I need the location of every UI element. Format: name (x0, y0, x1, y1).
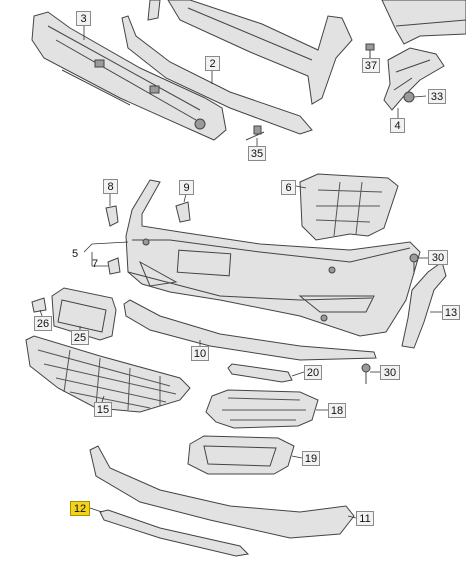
plate-clip-26 (31, 297, 47, 313)
callout-25[interactable]: 25 (71, 330, 89, 345)
callout-9[interactable]: 9 (179, 180, 194, 195)
callout-5[interactable]: 5 (72, 248, 79, 260)
screw-30b (361, 363, 371, 384)
nut-33 (403, 91, 415, 103)
fog-lamp-frame-19 (187, 435, 295, 475)
callout-37[interactable]: 37 (362, 58, 380, 73)
leader-lines (39, 25, 444, 519)
callout-35[interactable]: 35 (248, 146, 266, 161)
callout-19[interactable]: 19 (302, 451, 320, 466)
callout-30-upper[interactable]: 30 (428, 250, 448, 265)
callout-18[interactable]: 18 (328, 403, 346, 418)
callout-8[interactable]: 8 (103, 179, 118, 194)
callout-26[interactable]: 26 (34, 316, 52, 331)
bumper-carrier-part (121, 15, 313, 135)
callout-30-lower[interactable]: 30 (380, 365, 400, 380)
callout-11[interactable]: 11 (356, 511, 374, 526)
callout-13[interactable]: 13 (442, 305, 460, 320)
license-plate-bracket-part (51, 287, 117, 341)
bolt-37 (365, 43, 375, 58)
clip-7 (107, 257, 121, 275)
bumper-bracket-part (299, 173, 399, 241)
lower-strip-part-12 (99, 509, 250, 557)
fog-lamp-grille-18 (205, 389, 319, 429)
fender-part (381, 0, 466, 45)
trim-strip-20 (227, 363, 293, 383)
lower-spoiler-part (123, 299, 377, 361)
callout-12[interactable]: 12 (70, 501, 90, 516)
lower-lip-part-11 (89, 445, 355, 539)
side-bracket-part (383, 47, 445, 111)
bumper-cover-part (125, 179, 421, 337)
callout-4[interactable]: 4 (390, 118, 405, 133)
lower-grille-part (25, 335, 191, 413)
callout-20[interactable]: 20 (304, 365, 322, 380)
callout-2[interactable]: 2 (205, 56, 220, 71)
wheel-arch-trim-part (401, 261, 447, 349)
callout-3[interactable]: 3 (76, 11, 91, 26)
impact-absorber-part (31, 11, 227, 141)
clip-8 (105, 205, 119, 227)
callout-6[interactable]: 6 (281, 180, 296, 195)
callout-7[interactable]: 7 (92, 258, 99, 270)
callout-15[interactable]: 15 (94, 402, 112, 417)
clip-9 (175, 201, 191, 223)
bolt-35 (245, 125, 265, 141)
reinforcement-beam-part (147, 0, 353, 105)
callout-10[interactable]: 10 (191, 346, 209, 361)
callout-33[interactable]: 33 (428, 89, 446, 104)
